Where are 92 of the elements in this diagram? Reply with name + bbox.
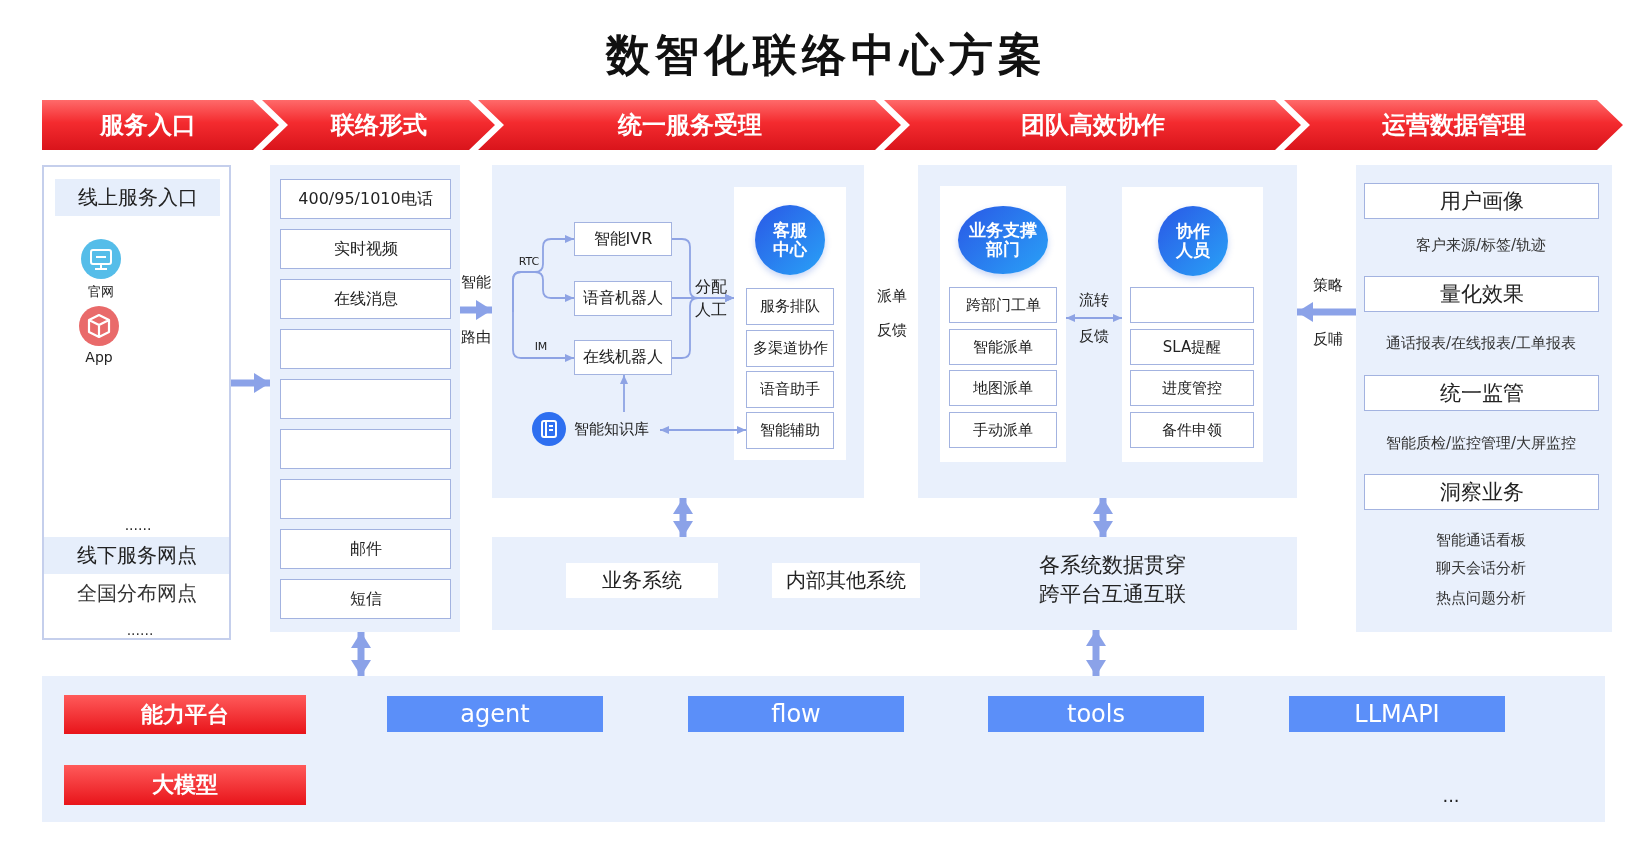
process-box xyxy=(280,379,451,419)
caption-text: 智能质检/监控管理/大屏监控 xyxy=(1385,433,1577,453)
arrow xyxy=(1297,302,1356,322)
process-box: 备件申领 xyxy=(1130,412,1254,448)
layer-label-box: 大模型 xyxy=(64,765,306,805)
annotation-text: 派单 xyxy=(877,286,907,306)
role-circle: 业务支撑部门 xyxy=(958,206,1048,274)
ellipsis-text: ...... xyxy=(126,622,154,638)
edge-label: IM xyxy=(534,340,548,354)
process-box: 短信 xyxy=(280,579,451,619)
process-box: 量化效果 xyxy=(1364,276,1599,312)
module-box: LLMAPI xyxy=(1289,696,1505,732)
process-box: 统一监管 xyxy=(1364,375,1599,411)
system-box: 内部其他系统 xyxy=(772,563,920,598)
process-box: 语音助手 xyxy=(746,371,834,408)
module-box: tools xyxy=(988,696,1204,732)
role-circle: 协作人员 xyxy=(1158,206,1228,276)
caption-text: 智能通话看板 xyxy=(1436,530,1526,550)
process-box: 实时视频 xyxy=(280,229,451,269)
panel xyxy=(940,186,1066,462)
process-box: 在线机器人 xyxy=(574,340,672,375)
annotation-text: 反馈 xyxy=(877,320,907,340)
panel xyxy=(492,165,864,498)
arrow xyxy=(512,311,575,362)
process-box xyxy=(280,329,451,369)
process-box: 进度管控 xyxy=(1130,370,1254,406)
role-circle: 客服中心 xyxy=(755,205,825,275)
system-box: 业务系统 xyxy=(566,563,718,598)
diagram-title: 数智化联络中心方案 xyxy=(605,27,1047,82)
edge-label: RTC xyxy=(518,255,540,269)
process-box: 多渠道协作 xyxy=(746,330,834,367)
note-text: 全国分布网点 xyxy=(77,579,197,607)
double-arrow xyxy=(673,498,693,537)
process-box: 跨部门工单 xyxy=(949,287,1057,323)
process-box: 智能IVR xyxy=(574,222,672,256)
panel xyxy=(42,676,1605,822)
panel xyxy=(270,165,460,632)
process-box: SLA提醒 xyxy=(1130,329,1254,365)
stage-header: 统一服务受理 xyxy=(478,100,901,150)
panel xyxy=(734,187,846,460)
double-arrow xyxy=(659,426,747,434)
arrow xyxy=(231,373,270,393)
section-band: 线下服务网点 xyxy=(44,537,229,574)
double-arrow xyxy=(1065,314,1123,322)
process-box xyxy=(280,429,451,469)
process-box: 服务排队 xyxy=(746,288,834,325)
panel xyxy=(918,165,1297,498)
process-box: 智能派单 xyxy=(949,329,1057,365)
panel xyxy=(1356,165,1612,632)
caption-text: 热点问题分析 xyxy=(1436,588,1526,608)
caption-text: 官网 xyxy=(88,283,114,301)
double-arrow xyxy=(1093,498,1113,537)
module-box: flow xyxy=(688,696,904,732)
stage-header: 联络形式 xyxy=(262,100,495,150)
process-box: 洞察业务 xyxy=(1364,474,1599,510)
arrow xyxy=(620,374,628,413)
layer-label-box: 能力平台 xyxy=(64,695,306,734)
stage-header: 运营数据管理 xyxy=(1284,100,1623,150)
section-band: 线上服务入口 xyxy=(55,179,220,216)
edge-label: 策略反哺 xyxy=(1312,275,1344,350)
stage-header: 团队高效协作 xyxy=(884,100,1301,150)
process-box: 智能辅助 xyxy=(746,412,834,449)
double-arrow xyxy=(351,632,371,676)
process-box: 手动派单 xyxy=(949,412,1057,448)
process-box: 邮件 xyxy=(280,529,451,569)
arrow xyxy=(460,300,492,320)
module-box: agent xyxy=(387,696,603,732)
arrow xyxy=(671,294,735,359)
panel xyxy=(492,537,1297,630)
process-box: 地图派单 xyxy=(949,370,1057,406)
edge-label: 智能路由 xyxy=(460,272,492,348)
caption-text: App xyxy=(85,349,113,365)
caption-text: 聊天会话分析 xyxy=(1436,558,1526,578)
process-box xyxy=(280,479,451,519)
stage-header: 服务入口 xyxy=(42,100,279,150)
ellipsis-text: ... xyxy=(1442,784,1460,806)
caption-text: 客户来源/标签/轨迹 xyxy=(1415,235,1547,255)
panel xyxy=(42,165,231,640)
panel xyxy=(1122,187,1263,462)
process-box: 400/95/1010电话 xyxy=(280,179,451,219)
process-box: 用户画像 xyxy=(1364,183,1599,219)
ellipsis-text: ...... xyxy=(124,517,152,533)
process-box: 语音机器人 xyxy=(574,281,672,316)
edge-label: 流转反馈 xyxy=(1078,290,1110,347)
edge-label: 分配人工 xyxy=(694,276,728,321)
arrow xyxy=(512,271,575,313)
double-arrow xyxy=(1086,630,1106,676)
process-box: 在线消息 xyxy=(280,279,451,319)
caption-text: 通话报表/在线报表/工单报表 xyxy=(1385,333,1577,353)
process-box xyxy=(1130,287,1254,323)
node-label: 智能知识库 xyxy=(574,419,649,439)
panel-text: 各系统数据贯穿跨平台互通互联 xyxy=(1037,552,1187,608)
